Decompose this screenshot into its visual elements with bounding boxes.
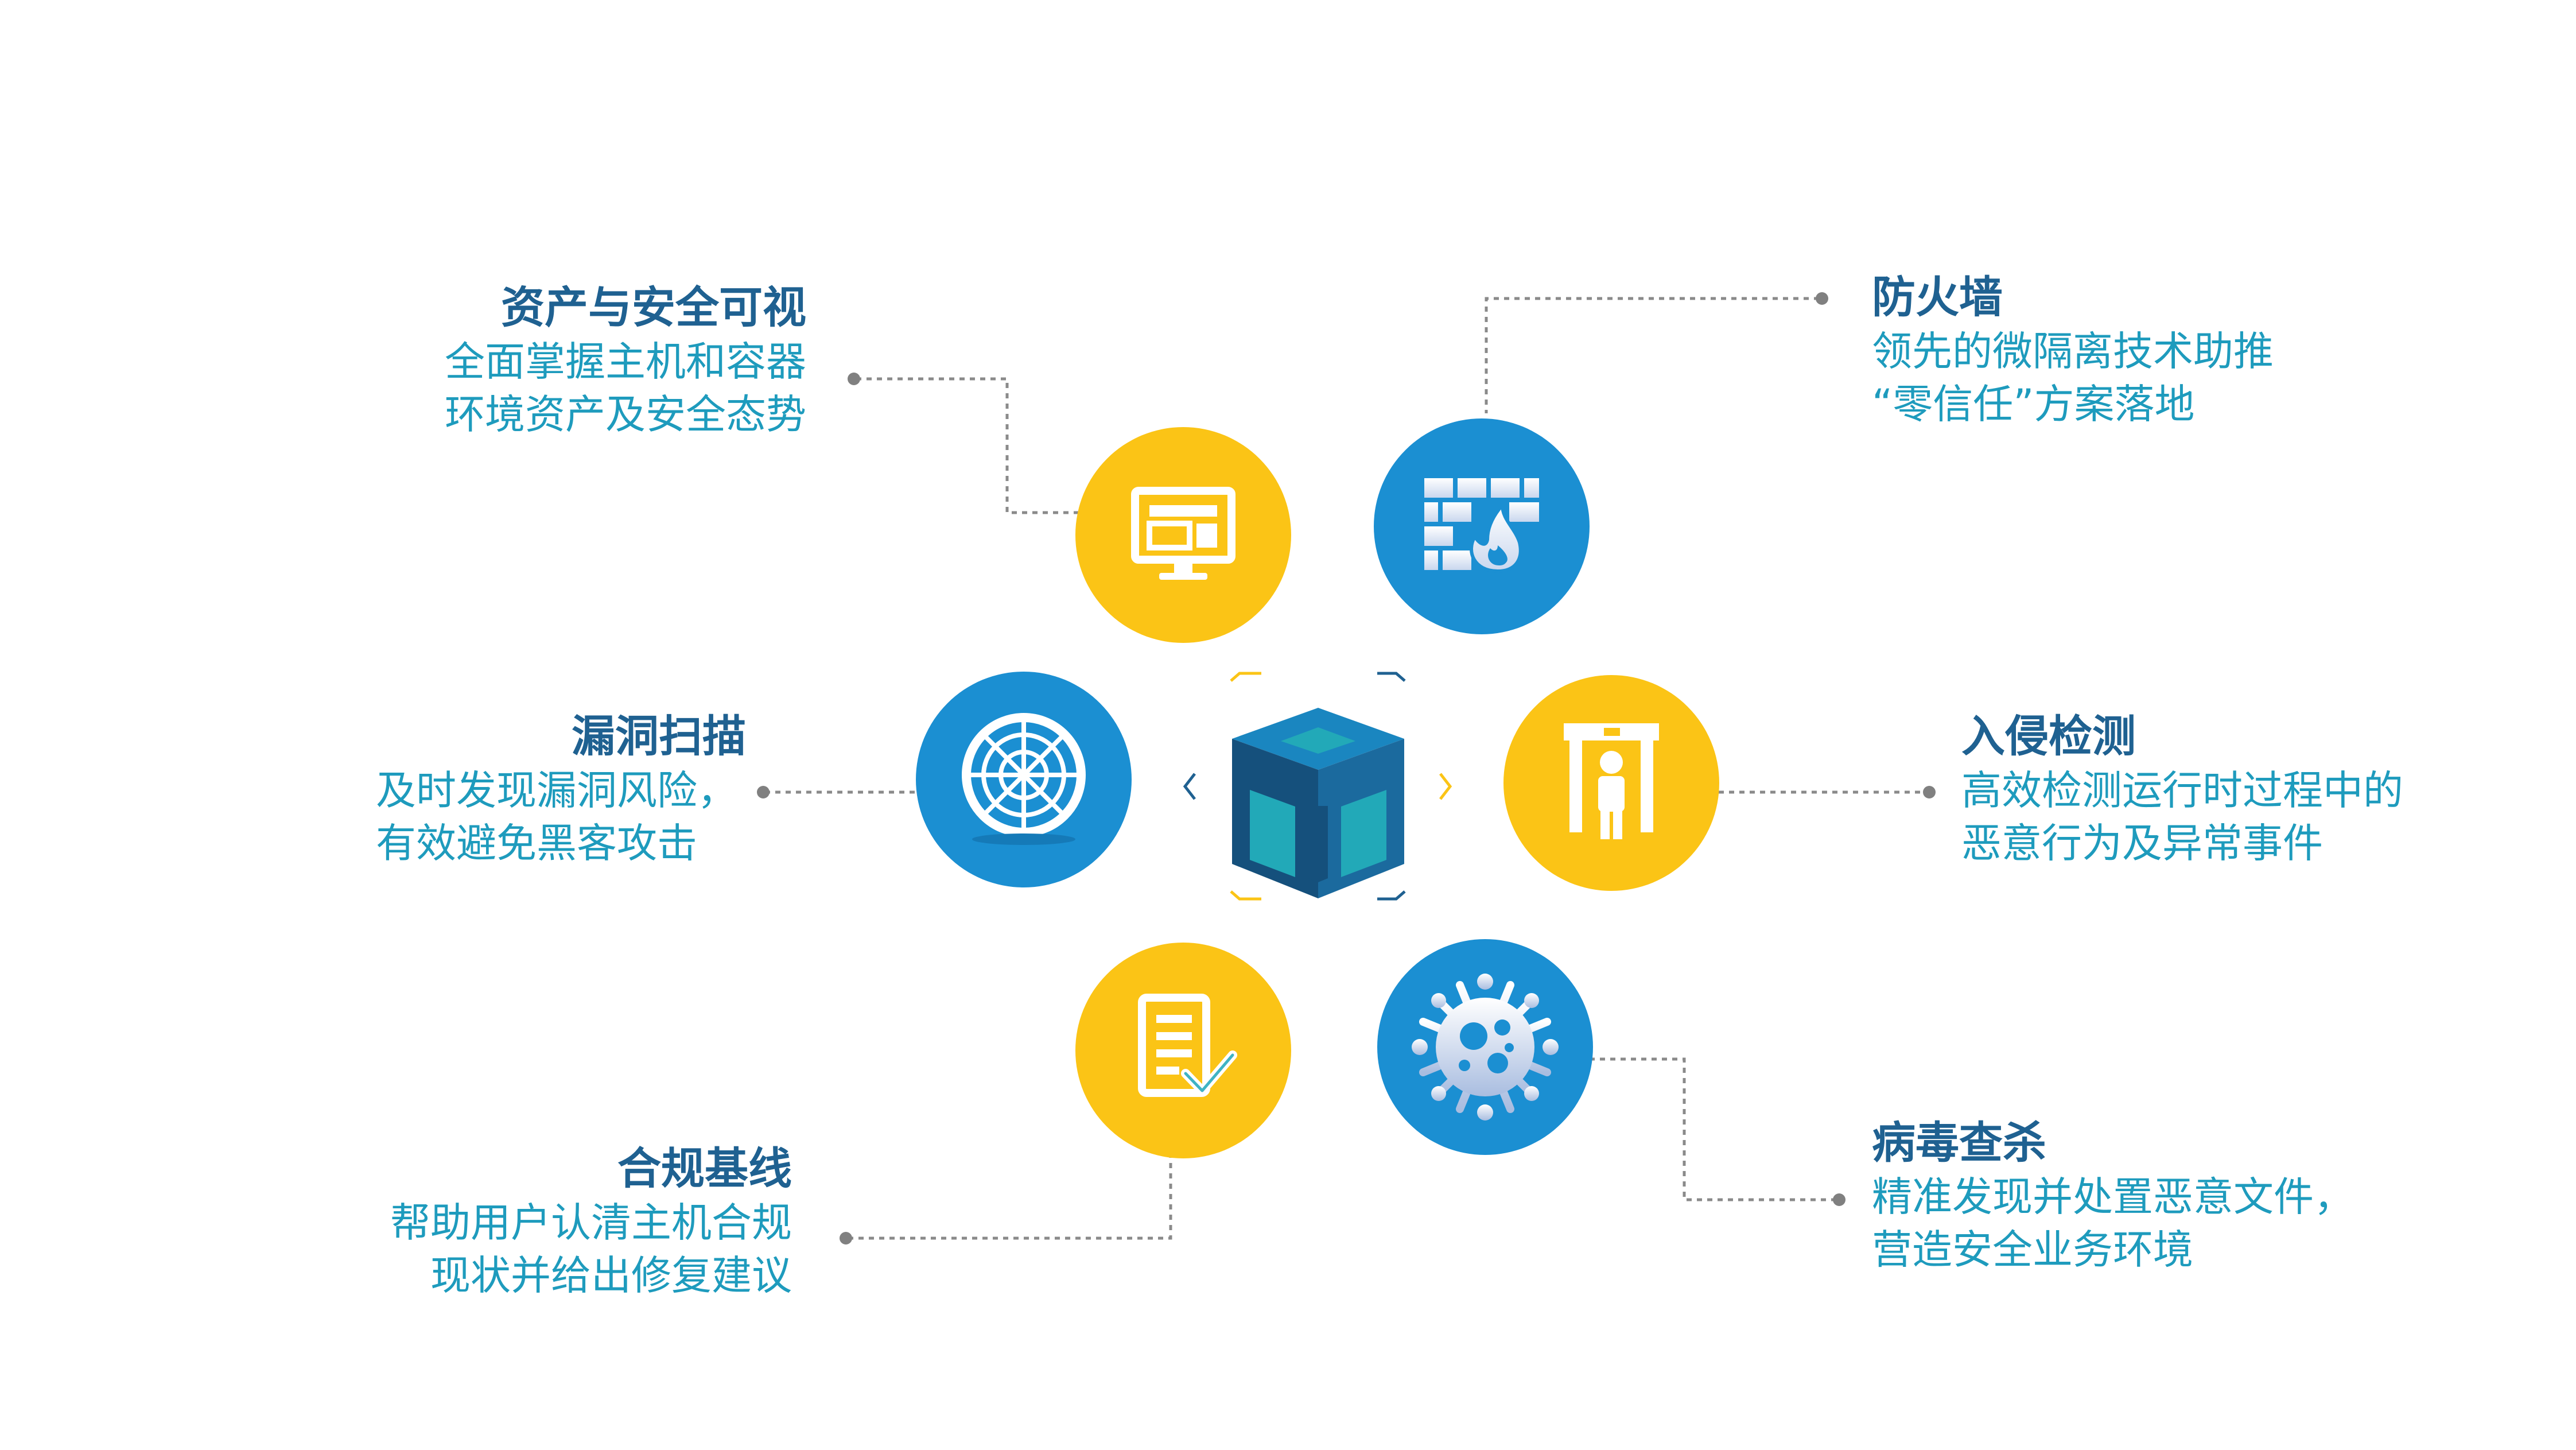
feature-firewall-desc-line1: 领先的微隔离技术助推 — [1872, 328, 2274, 375]
connector-dot-virus — [1833, 1193, 1845, 1206]
center-logo — [1183, 672, 1452, 901]
feature-intrusion-desc-line1: 高效检测运行时过程中的 — [1961, 767, 2403, 814]
connector-dot-asset — [848, 373, 860, 385]
connector-dot-intrusion — [1923, 786, 1936, 798]
feature-baseline-desc-line1: 帮助用户认清主机合规 — [390, 1199, 792, 1246]
security-gate-icon — [1564, 723, 1659, 839]
feature-vuln-title: 漏洞扫描 — [572, 711, 746, 762]
radar-icon — [962, 713, 1086, 845]
feature-virus: 病毒查杀 精准发现并处置恶意文件， 营造安全业务环境 — [1872, 1115, 2388, 1276]
feature-intrusion-title: 入侵检测 — [1961, 711, 2136, 762]
feature-firewall-desc-line2: “零信任”方案落地 — [1872, 381, 2195, 428]
connector-dot-firewall — [1816, 292, 1828, 305]
connector-firewall — [1485, 297, 1819, 413]
connector-dot-vuln — [757, 786, 770, 798]
monitor-icon — [1131, 487, 1235, 580]
connector-dots — [757, 292, 1936, 1244]
feature-vuln-desc-line2: 有效避免黑客攻击 — [376, 820, 697, 867]
feature-asset: 资产与安全可视 全面掌握主机和容器 环境资产及安全态势 — [290, 280, 806, 441]
feature-vuln-desc-line1: 及时发现漏洞风险， — [376, 767, 737, 814]
feature-asset-desc-line1: 全面掌握主机和容器 — [445, 338, 806, 385]
feature-virus-desc-line2: 营造安全业务环境 — [1872, 1226, 2193, 1273]
feature-intrusion: 入侵检测 高效检测运行时过程中的 恶意行为及异常事件 — [1961, 709, 2478, 870]
feature-baseline-desc-line2: 现状并给出修复建议 — [430, 1252, 792, 1299]
connector-asset — [856, 377, 1105, 514]
feature-virus-title: 病毒查杀 — [1872, 1117, 2046, 1168]
feature-baseline-title: 合规基线 — [617, 1143, 792, 1194]
feature-vuln: 漏洞扫描 及时发现漏洞风险， 有效避免黑客攻击 — [230, 709, 746, 870]
firewall-icon — [1424, 478, 1539, 573]
feature-asset-desc-line2: 环境资产及安全态势 — [445, 391, 806, 438]
connector-baseline — [848, 1154, 1172, 1240]
virus-icon — [1412, 974, 1559, 1121]
feature-asset-title: 资产与安全可视 — [501, 282, 806, 333]
feature-firewall-title: 防火墙 — [1872, 272, 2003, 323]
firewall-circle — [1374, 418, 1590, 634]
connector-lines — [765, 297, 1927, 1240]
connector-virus — [1590, 1057, 1836, 1201]
checklist-icon — [1138, 994, 1237, 1097]
feature-virus-desc-line1: 精准发现并处置恶意文件， — [1872, 1173, 2354, 1220]
feature-baseline: 合规基线 帮助用户认清主机合规 现状并给出修复建议 — [275, 1141, 792, 1302]
feature-firewall: 防火墙 领先的微隔离技术助推 “零信任”方案落地 — [1872, 270, 2388, 431]
asset-circle — [1075, 427, 1291, 643]
feature-intrusion-desc-line2: 恶意行为及异常事件 — [1961, 820, 2323, 867]
connector-dot-baseline — [840, 1232, 852, 1244]
